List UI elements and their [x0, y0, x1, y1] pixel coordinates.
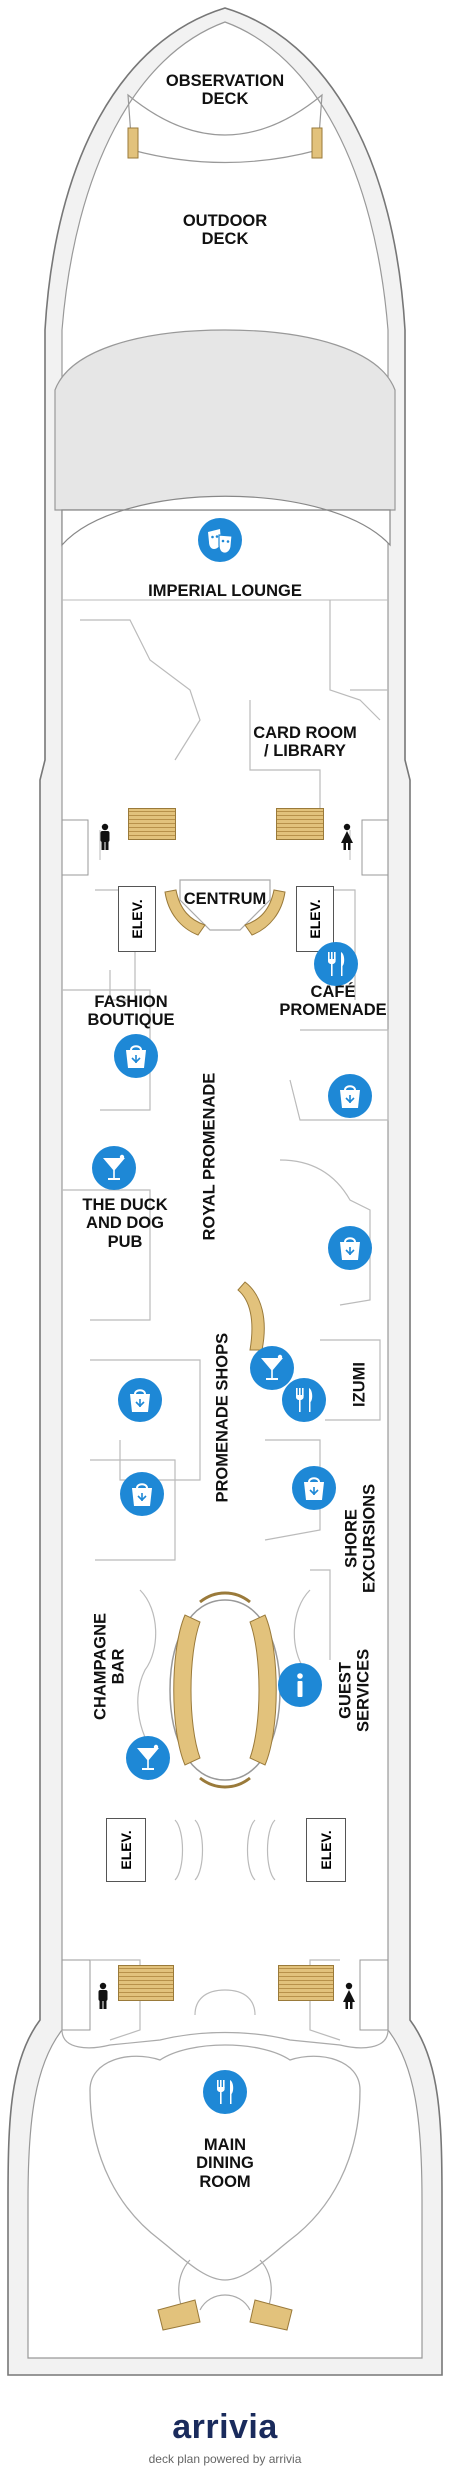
dining-stairs-left — [157, 2299, 201, 2331]
lower-centrum-ring — [169, 1599, 281, 1781]
inner-hull — [27, 21, 423, 2359]
centrum-stairs-right — [244, 889, 286, 936]
lounge-boundary — [61, 495, 391, 547]
champagne-bar-label[interactable]: CHAMPAGNE BAR — [91, 1613, 128, 1720]
male-restroom-icon — [98, 1982, 108, 2009]
cocktail-glass-icon[interactable] — [92, 1146, 136, 1190]
guest-services-label[interactable]: GUEST SERVICES — [336, 1648, 373, 1733]
lower-centrum-stairs-left — [173, 1614, 201, 1766]
dining-stairs-right — [249, 2299, 293, 2331]
elevator-label: ELEV. — [307, 899, 323, 939]
outdoor-deck-label[interactable]: OUTDOOR DECK — [182, 212, 268, 249]
lower-centrum-stairs-right — [249, 1614, 277, 1766]
outdoor-covered-area — [54, 329, 396, 511]
elevator-forward-right[interactable]: ELEV. — [296, 886, 334, 952]
shopping-bag-icon[interactable] — [292, 1466, 336, 1510]
imperial-lounge-label[interactable]: IMPERIAL LOUNGE — [148, 582, 302, 600]
shopping-bag-icon[interactable] — [114, 1034, 158, 1078]
elevator-aft-left[interactable]: ELEV. — [106, 1818, 146, 1882]
restroom-box-right-top — [361, 819, 389, 876]
male-restroom-icon — [100, 823, 110, 850]
main-dining-room-label[interactable]: MAIN DINING ROOM — [196, 2136, 254, 2191]
female-restroom-icon — [341, 823, 353, 850]
stairs-aft-right — [278, 1965, 334, 2001]
shopping-bag-icon[interactable] — [118, 1378, 162, 1422]
stairs-aft-left — [118, 1965, 174, 2001]
observation-deck-label[interactable]: OBSERVATION DECK — [165, 72, 285, 109]
main-dining-room-bowl — [89, 2044, 361, 2281]
shopping-bag-icon[interactable] — [328, 1226, 372, 1270]
footer-tagline: deck plan powered by arrivia — [148, 2452, 302, 2466]
observation-stairs-left — [127, 127, 139, 159]
promenade-shops-label[interactable]: PROMENADE SHOPS — [213, 1332, 232, 1503]
fork-knife-icon[interactable] — [203, 2070, 247, 2114]
restroom-box-left-bottom — [61, 1959, 91, 2031]
cocktail-glass-icon[interactable] — [126, 1736, 170, 1780]
restroom-box-right-bottom — [359, 1959, 389, 2031]
elevator-label: ELEV. — [129, 899, 145, 939]
royal-promenade-label[interactable]: ROYAL PROMENADE — [200, 1072, 219, 1241]
izumi-label[interactable]: IZUMI — [350, 1362, 369, 1407]
arrivia-logo: arrivia — [172, 2408, 278, 2446]
fashion-boutique-label[interactable]: FASHION BOUTIQUE — [87, 993, 175, 1030]
shopping-bag-icon[interactable] — [120, 1472, 164, 1516]
shopping-bag-icon[interactable] — [328, 1074, 372, 1118]
dining-room-upper-wall — [61, 2029, 389, 2049]
female-restroom-icon — [343, 1982, 355, 2009]
information-icon[interactable] — [278, 1663, 322, 1707]
duck-and-dog-pub-label[interactable]: THE DUCK AND DOG PUB — [82, 1196, 168, 1251]
observation-stairs-right — [311, 127, 323, 159]
shore-excursions-label[interactable]: SHORE EXCURSIONS — [342, 1483, 379, 1594]
centrum-label[interactable]: CENTRUM — [183, 890, 267, 908]
fork-knife-icon[interactable] — [282, 1378, 326, 1422]
card-room-library-label[interactable]: CARD ROOM / LIBRARY — [253, 724, 357, 761]
centrum-atrium — [179, 879, 271, 931]
theater-masks-icon[interactable] — [198, 518, 242, 562]
stairs-forward-right — [276, 808, 324, 840]
stairs-forward-left — [128, 808, 176, 840]
centrum-stairs-left — [164, 889, 206, 936]
elevator-aft-right[interactable]: ELEV. — [306, 1818, 346, 1882]
observation-deck-area — [127, 93, 323, 164]
restroom-box-left-top — [61, 819, 89, 876]
cocktail-glass-icon[interactable] — [250, 1346, 294, 1390]
elevator-forward-left[interactable]: ELEV. — [118, 886, 156, 952]
elevator-label: ELEV. — [318, 1830, 334, 1870]
elevator-label: ELEV. — [118, 1830, 134, 1870]
cafe-promenade-label[interactable]: CAFÉ PROMENADE — [279, 983, 387, 1020]
fork-knife-icon[interactable] — [314, 942, 358, 986]
